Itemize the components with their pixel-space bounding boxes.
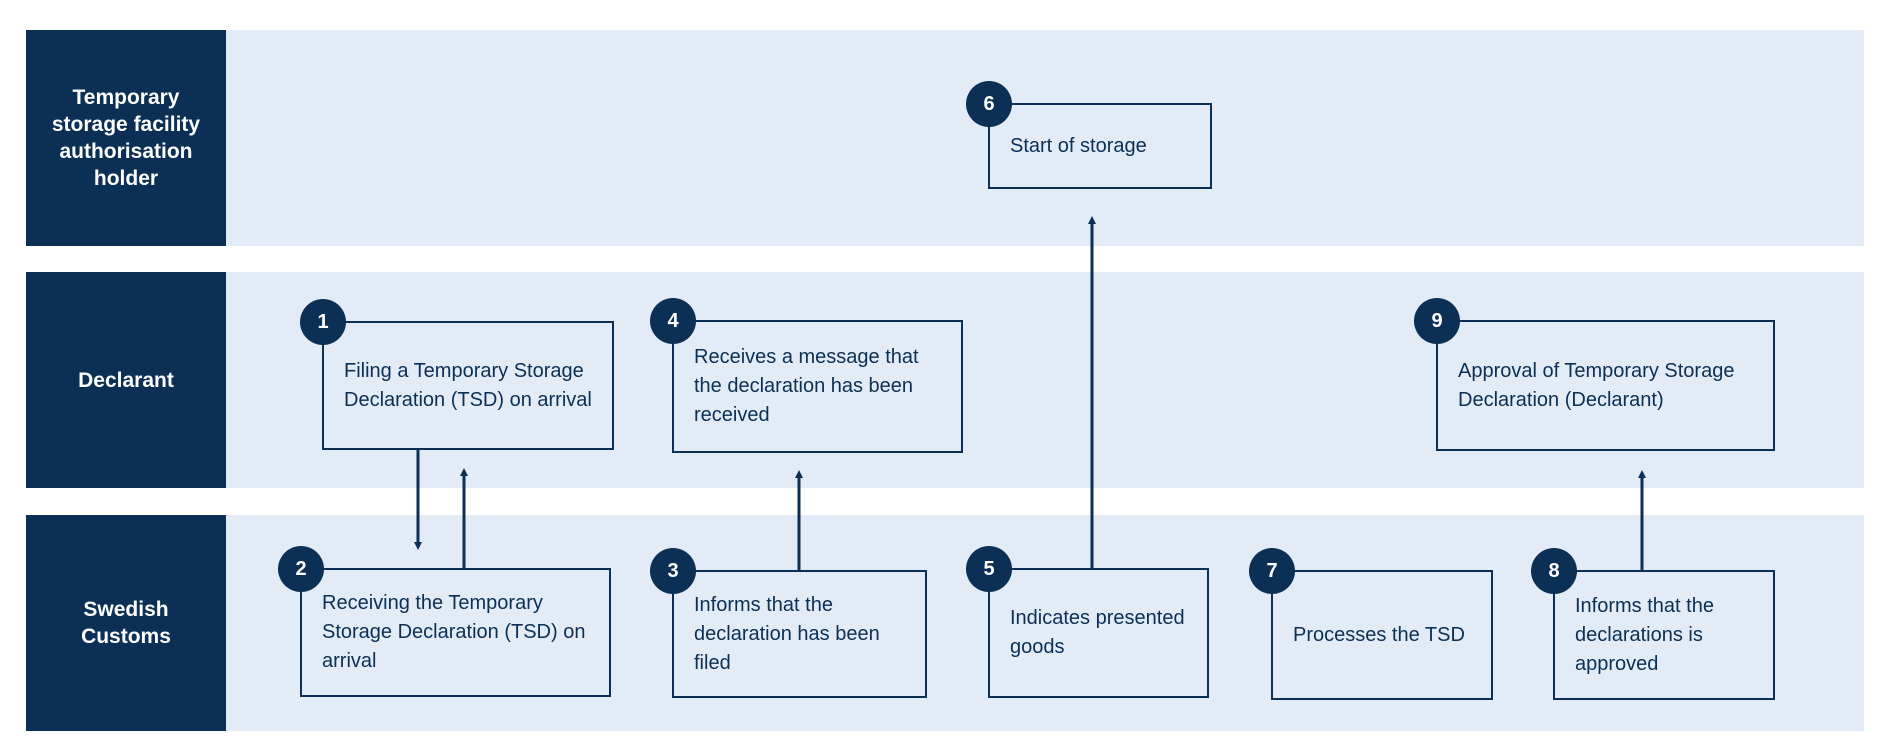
- step-7-badge: 7: [1249, 548, 1295, 594]
- step-8-text: Informs that the declarations is approve…: [1575, 594, 1714, 675]
- step-7-box: Processes the TSD: [1271, 570, 1493, 700]
- step-5-box: Indicates presented goods: [988, 568, 1209, 698]
- step-2-text: Receiving the Temporary Storage Declarat…: [322, 592, 586, 672]
- step-5-badge: 5: [966, 546, 1012, 592]
- lane-label-text: Temporary storage facility authorisation…: [51, 86, 201, 190]
- step-4-text: Receives a message that the declaration …: [694, 346, 919, 426]
- step-8-box: Informs that the declarations is approve…: [1553, 570, 1775, 700]
- lane-label-tsf-holder: Temporary storage facility authorisation…: [26, 30, 226, 246]
- step-9-box: Approval of Temporary Storage Declaratio…: [1436, 320, 1775, 451]
- step-9-text: Approval of Temporary Storage Declaratio…: [1458, 359, 1735, 411]
- step-2-badge: 2: [278, 546, 324, 592]
- lane-label-declarant: Declarant: [26, 272, 226, 488]
- step-2-box: Receiving the Temporary Storage Declarat…: [300, 568, 611, 697]
- step-4-badge: 4: [650, 298, 696, 344]
- step-1-box: Filing a Temporary Storage Declaration (…: [322, 321, 614, 450]
- step-6-text: Start of storage: [1010, 134, 1147, 157]
- step-6-badge: 6: [966, 81, 1012, 127]
- step-9-badge: 9: [1414, 298, 1460, 344]
- step-1-text: Filing a Temporary Storage Declaration (…: [344, 359, 592, 411]
- step-4-box: Receives a message that the declaration …: [672, 320, 963, 453]
- lane-label-text: Declarant: [78, 368, 174, 392]
- step-8-badge: 8: [1531, 548, 1577, 594]
- step-5-text: Indicates presented goods: [1010, 607, 1185, 658]
- step-3-text: Informs that the declaration has been fi…: [694, 593, 880, 674]
- lane-label-text: Swedish Customs: [81, 598, 171, 648]
- step-3-badge: 3: [650, 548, 696, 594]
- lane-label-customs: Swedish Customs: [26, 515, 226, 731]
- step-7-text: Processes the TSD: [1293, 623, 1465, 646]
- step-6-box: Start of storage: [988, 103, 1212, 189]
- step-3-box: Informs that the declaration has been fi…: [672, 570, 927, 698]
- step-1-badge: 1: [300, 299, 346, 345]
